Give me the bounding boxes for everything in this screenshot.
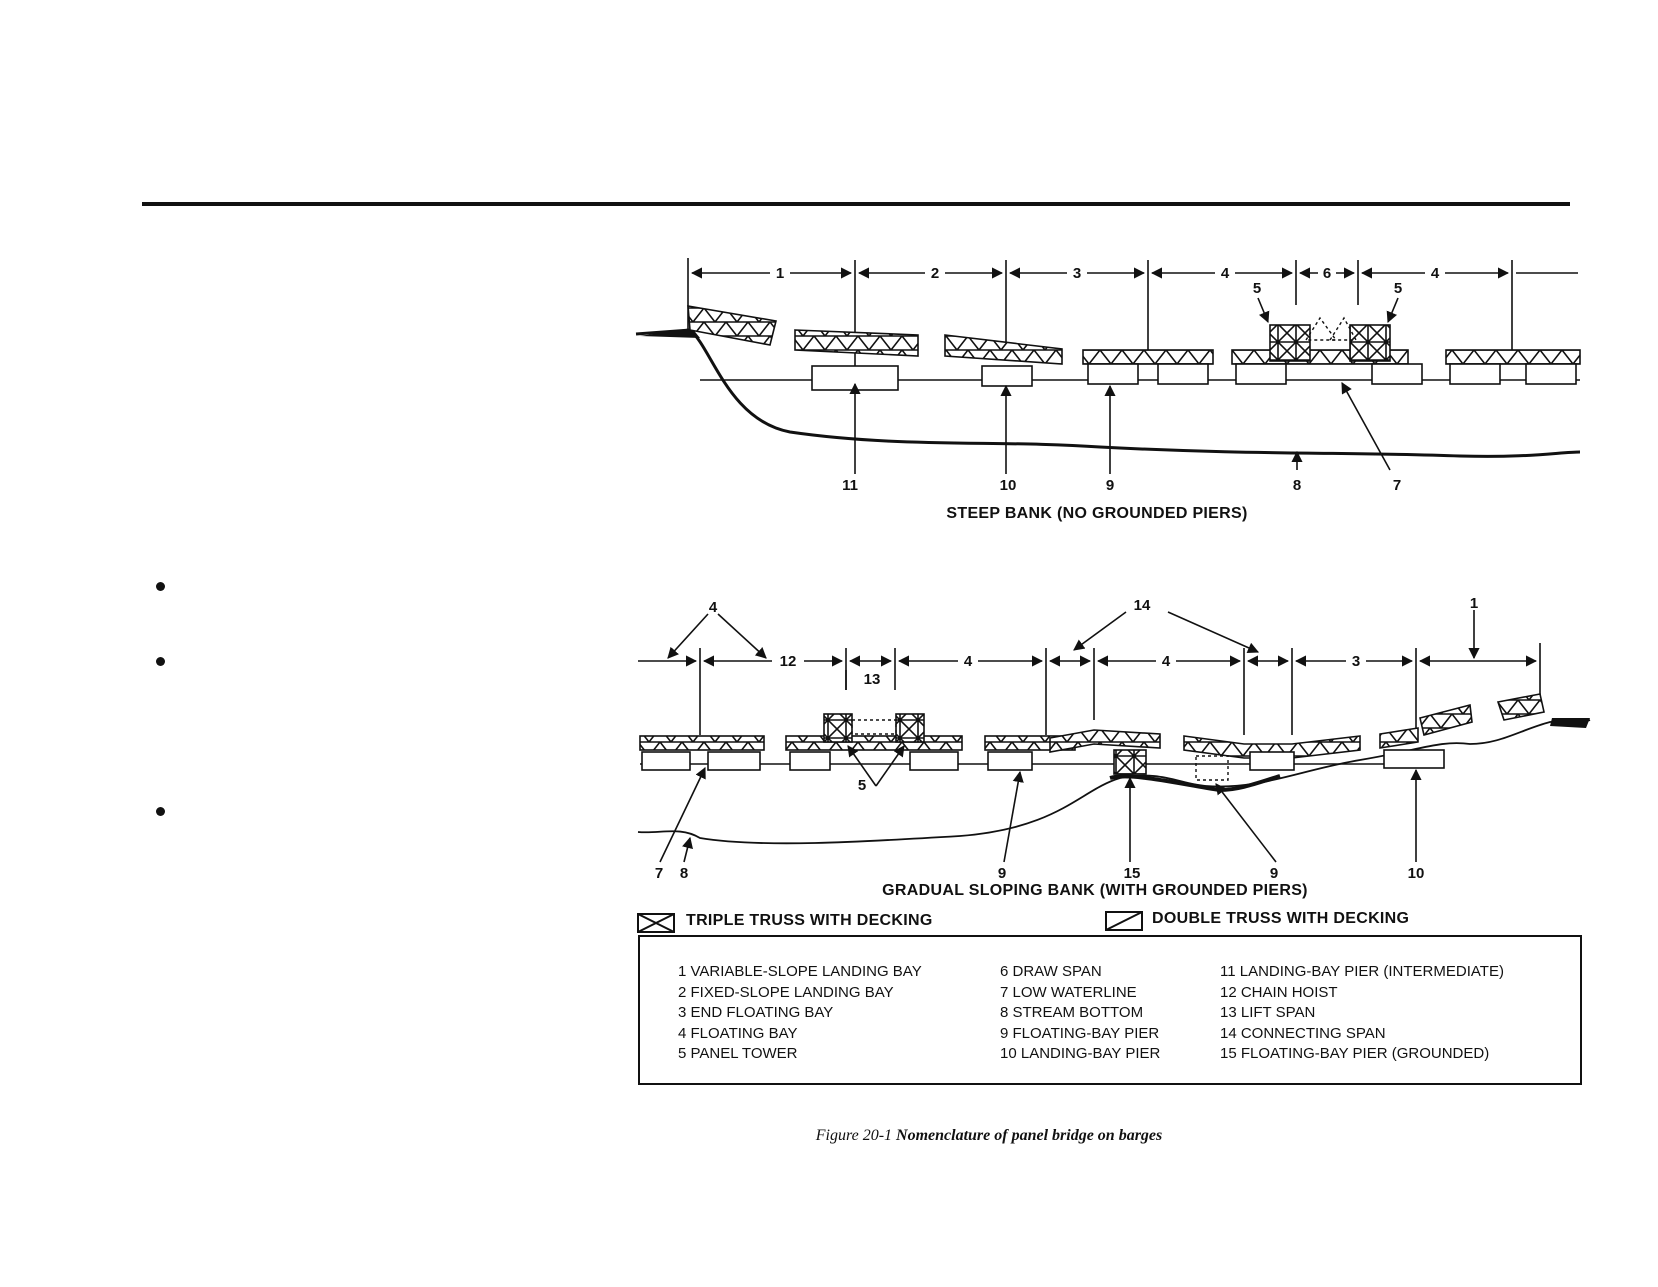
- floating-bay-deck: [639, 735, 765, 751]
- callout-label: 13: [864, 671, 881, 688]
- key-item: 8 STREAM BOTTOM: [1000, 1004, 1144, 1021]
- pontoon: [1157, 363, 1209, 385]
- pontoon: [1371, 363, 1423, 385]
- steep-bank: [635, 328, 1581, 458]
- callout-label: 8: [680, 865, 688, 882]
- callout-label: 7: [1393, 477, 1401, 494]
- callout-label: 8: [1293, 477, 1301, 494]
- pontoon: [1087, 363, 1139, 385]
- key-item: 12 CHAIN HOIST: [1220, 983, 1338, 1001]
- panel-tower: [1269, 324, 1311, 362]
- key-item: 5 PANEL TOWER: [678, 1045, 798, 1062]
- key-item: 4 FLOATING BAY: [678, 1024, 798, 1042]
- key-item: 15 FLOATING-BAY PIER (GROUNDED): [1220, 1045, 1490, 1062]
- pontoon: [1235, 363, 1287, 385]
- span-label: 3: [1073, 265, 1081, 282]
- key-item: 13 LIFT SPAN: [1220, 1004, 1316, 1021]
- legend-double-truss: DOUBLE TRUSS WITH DECKING: [1152, 910, 1410, 927]
- callout-label: 4: [709, 599, 718, 616]
- span-label: 4: [1162, 653, 1171, 670]
- figure-caption: Figure 20-1 Nomenclature of panel bridge…: [0, 1127, 1658, 1145]
- callout-label: 7: [655, 865, 663, 882]
- span-label: 1: [776, 265, 784, 282]
- connecting-span: [1183, 735, 1361, 759]
- callout-label: 10: [1000, 477, 1017, 494]
- draw-span: [1304, 316, 1338, 341]
- span-label: 12: [780, 653, 797, 670]
- key-item: 11 LANDING-BAY PIER (INTERMEDIATE): [1220, 963, 1504, 980]
- diagram-title: STEEP BANK (NO GROUNDED PIERS): [946, 505, 1247, 522]
- pontoon: [1525, 363, 1577, 385]
- span-label: 6: [1323, 265, 1331, 282]
- connecting-span: [1049, 729, 1161, 753]
- key-item: 7 LOW WATERLINE: [1000, 983, 1137, 1001]
- grounded-pier: [1113, 749, 1147, 775]
- callout-label: 5: [1394, 280, 1402, 297]
- end-floating-bay: [1379, 727, 1419, 749]
- floating-bay-deck: [1445, 349, 1581, 365]
- span-dimension-line: [687, 258, 1578, 385]
- key-item: 6 DRAW SPAN: [1000, 963, 1102, 980]
- variable-slope-landing-bay: [1419, 703, 1473, 736]
- bullet: [156, 582, 165, 591]
- variable-slope-landing-bay: [687, 305, 777, 346]
- span-dimension-line: [638, 643, 1541, 735]
- callout-label: 5: [858, 777, 866, 794]
- key-item: 10 LANDING-BAY PIER: [1000, 1045, 1161, 1062]
- callout-label: 9: [998, 865, 1006, 882]
- callout-label: 9: [1106, 477, 1114, 494]
- legend-triple-truss: TRIPLE TRUSS WITH DECKING: [686, 912, 933, 929]
- pontoon: [789, 751, 831, 771]
- pontoon: [1449, 363, 1501, 385]
- top-rule: [142, 202, 1570, 206]
- callout-label: 5: [1253, 280, 1261, 297]
- callout-label: 11: [842, 477, 858, 494]
- callout-label: 9: [1270, 865, 1278, 882]
- key-column: 6 DRAW SPAN 7 LOW WATERLINE 8 STREAM BOT…: [1000, 962, 1160, 1065]
- figure-number: Figure 20-1: [815, 1127, 893, 1144]
- bullet: [156, 657, 165, 666]
- pontoon: [987, 751, 1033, 771]
- key-column: 11 LANDING-BAY PIER (INTERMEDIATE) 12 CH…: [1220, 962, 1504, 1065]
- pontoon: [981, 365, 1033, 387]
- pontoon: [1383, 749, 1445, 769]
- pontoon: [1249, 751, 1295, 771]
- lift-span-deck: [785, 735, 963, 751]
- panel-tower: [1349, 324, 1391, 362]
- lift-span: [851, 719, 897, 735]
- callout-label: 14: [1134, 597, 1151, 614]
- key-item: 1 VARIABLE-SLOPE LANDING BAY: [678, 963, 922, 980]
- panel-tower: [895, 713, 925, 743]
- bottom-diagram: 12 4 4 3: [637, 595, 1591, 899]
- bullet: [156, 807, 165, 816]
- floating-bay-deck: [1082, 349, 1214, 365]
- span-label: 4: [1221, 265, 1230, 282]
- diagram-title: GRADUAL SLOPING BANK (WITH GROUNDED PIER…: [882, 882, 1308, 899]
- key-item: 14 CONNECTING SPAN: [1220, 1024, 1386, 1042]
- key-item: 2 FIXED-SLOPE LANDING BAY: [678, 983, 894, 1001]
- pontoon: [641, 751, 691, 771]
- span-label: 4: [1431, 265, 1440, 282]
- callout-label: 15: [1124, 865, 1141, 882]
- fixed-slope-landing-bay: [794, 329, 919, 357]
- pontoon: [909, 751, 959, 771]
- callout-label: 1: [1470, 595, 1478, 612]
- key-column: 1 VARIABLE-SLOPE LANDING BAY 2 FIXED-SLO…: [678, 962, 922, 1065]
- span-label: 4: [964, 653, 973, 670]
- pontoon: [707, 751, 761, 771]
- nomenclature-key: 1 VARIABLE-SLOPE LANDING BAY 2 FIXED-SLO…: [638, 935, 1582, 1085]
- variable-slope-landing-bay: [1496, 693, 1545, 721]
- panel-tower: [823, 713, 853, 743]
- grounded-pier: [1195, 755, 1229, 781]
- key-item: 3 END FLOATING BAY: [678, 1004, 834, 1021]
- end-floating-bay: [944, 334, 1063, 365]
- span-label: 3: [1352, 653, 1360, 670]
- key-item: 9 FLOATING-BAY PIER: [1000, 1024, 1160, 1042]
- figure-title: Nomenclature of panel bridge on barges: [896, 1127, 1163, 1144]
- span-label: 2: [931, 265, 939, 282]
- callout-label: 10: [1408, 865, 1425, 882]
- top-diagram: 1 2 3 4 6 4: [635, 258, 1581, 522]
